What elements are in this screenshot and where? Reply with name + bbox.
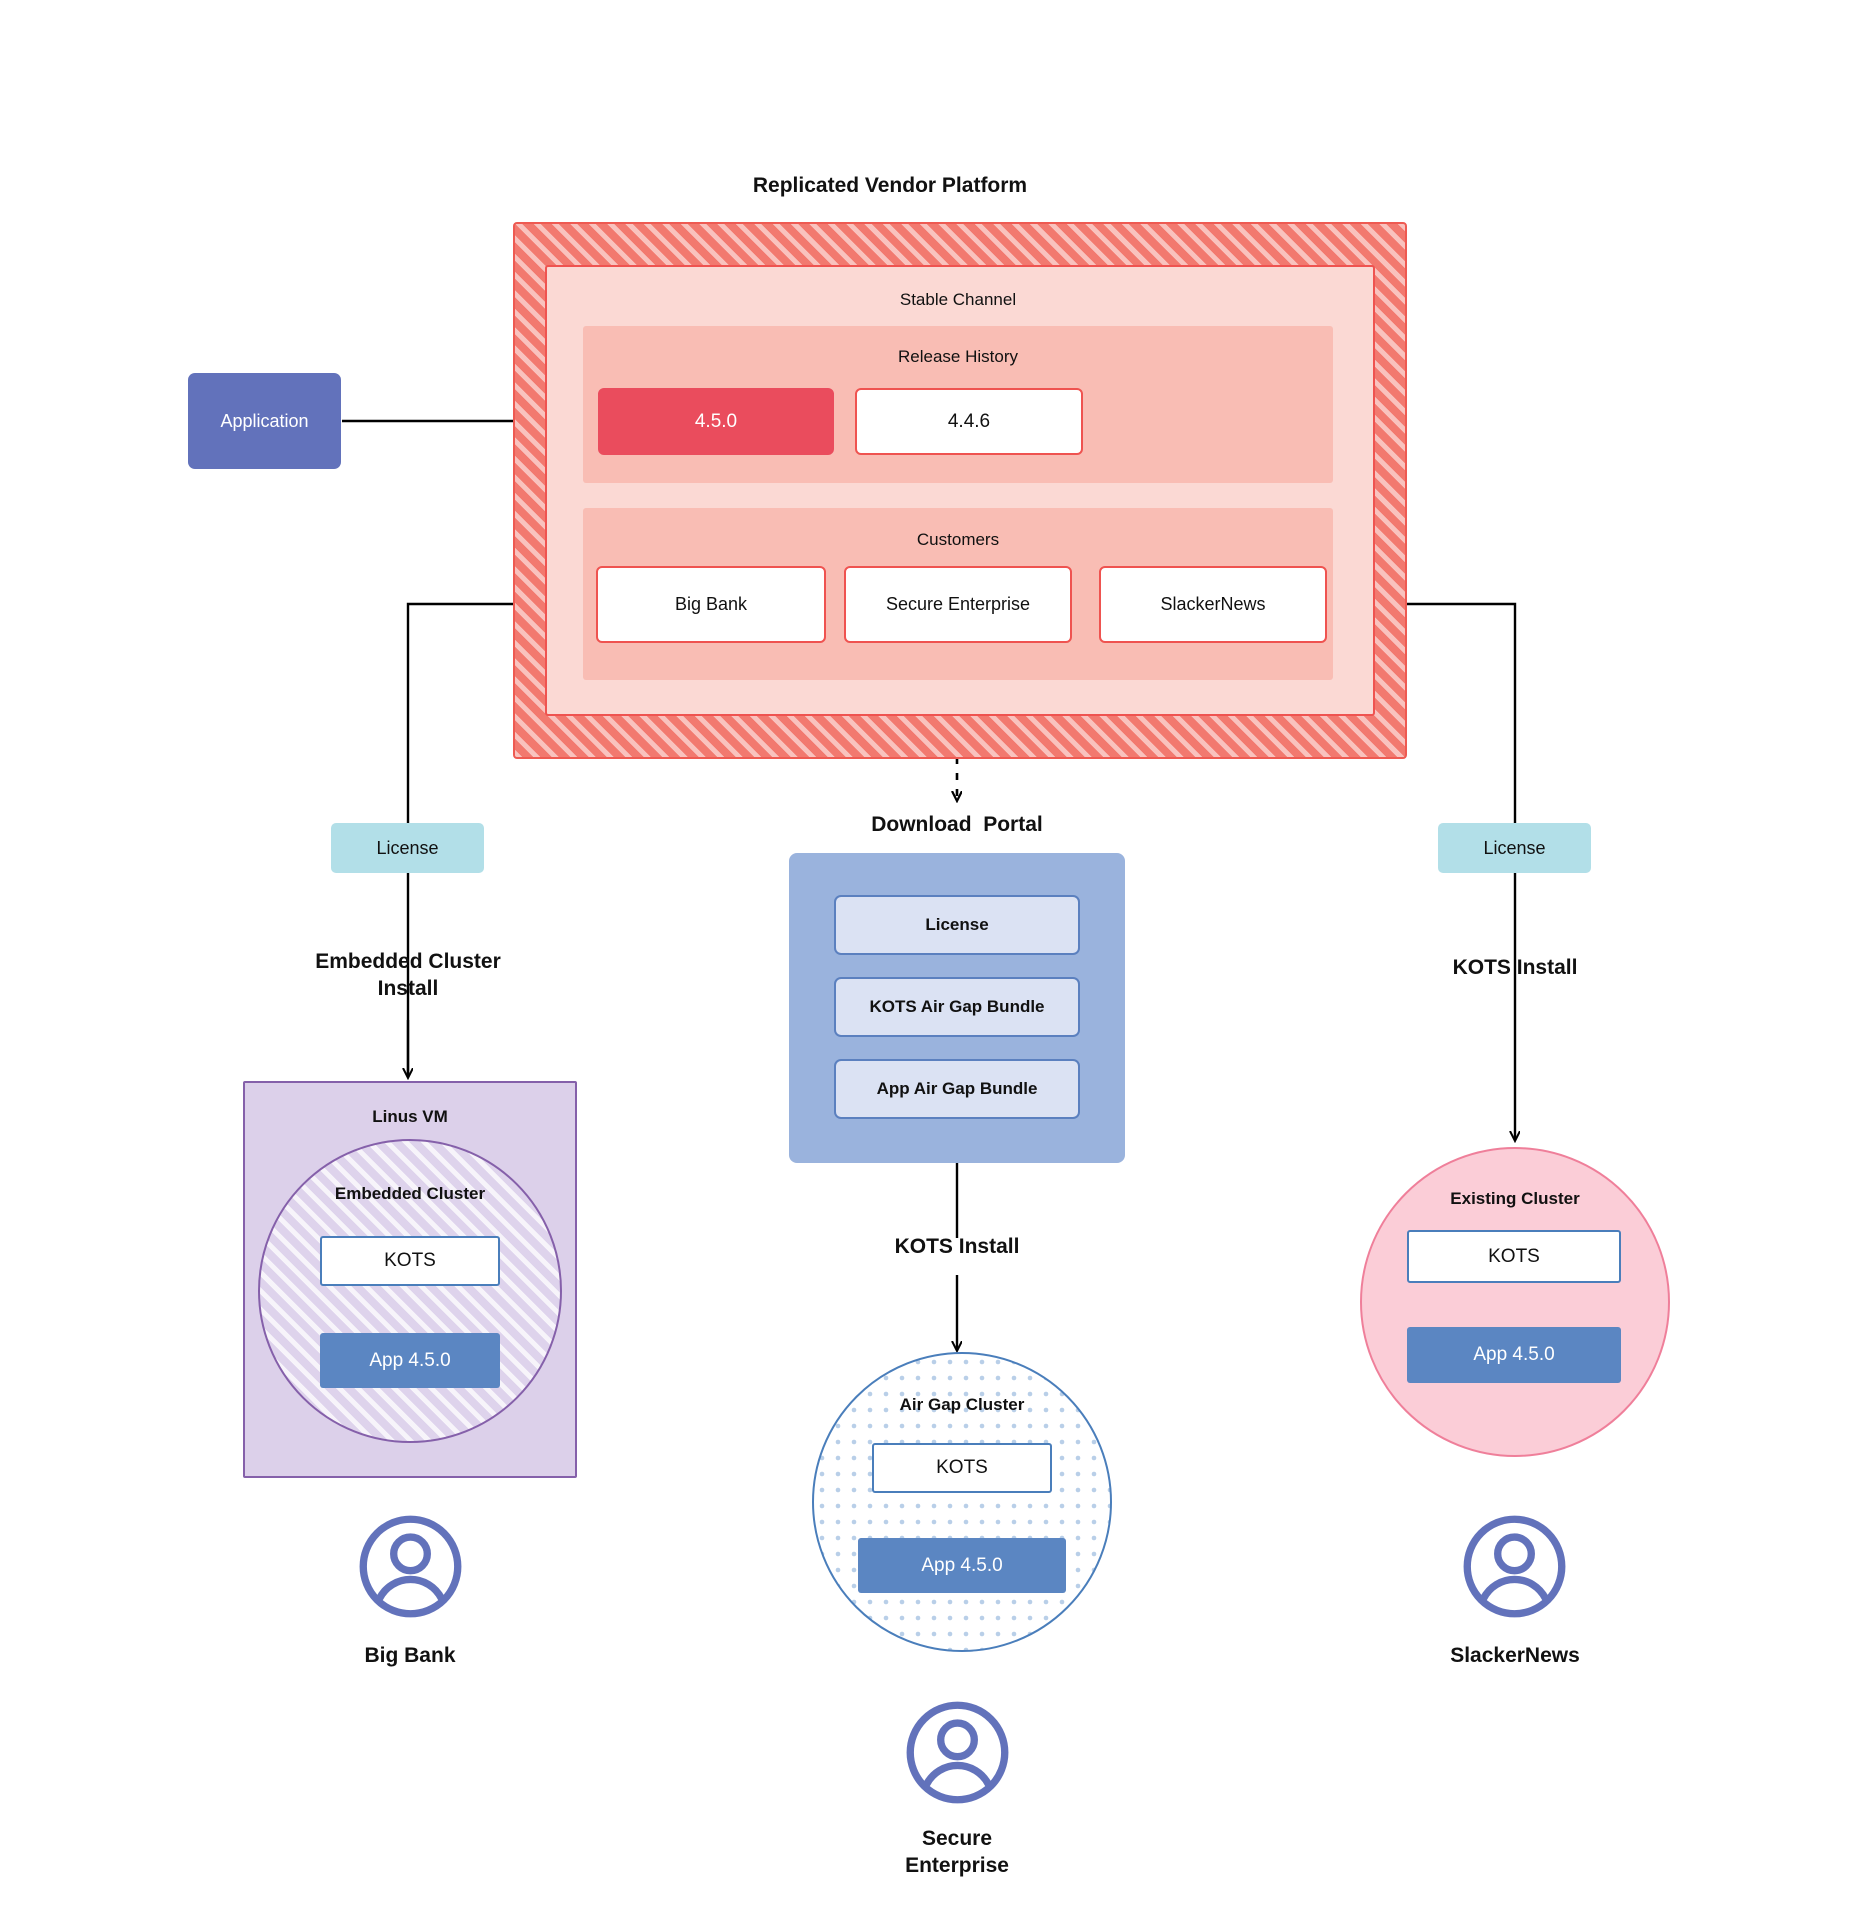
app-version-label: App 4.5.0: [921, 1554, 1003, 1576]
air-gap-cluster-circle: [812, 1352, 1112, 1652]
existing-cluster-circle: [1360, 1147, 1670, 1457]
app-version-label: App 4.5.0: [1473, 1344, 1555, 1366]
download-portal-title: Download Portal: [871, 813, 1043, 837]
release-version-label: 4.4.6: [947, 410, 991, 432]
edge-label-kots-install-right: KOTS Install: [1452, 956, 1578, 980]
license-chip-left[interactable]: License: [331, 823, 484, 873]
release-box-previous[interactable]: 4.4.6: [855, 388, 1083, 455]
app-version-box-right[interactable]: App 4.5.0: [1407, 1327, 1621, 1383]
air-gap-cluster-label: Air Gap Cluster: [899, 1394, 1025, 1414]
kots-label: KOTS: [384, 1250, 436, 1272]
portal-item-app-air-gap-bundle[interactable]: App Air Gap Bundle: [834, 1059, 1080, 1119]
app-version-label: App 4.5.0: [369, 1349, 451, 1371]
existing-cluster-label: Existing Cluster: [1450, 1188, 1580, 1208]
avatar-slackernews: [1462, 1514, 1567, 1619]
edge-label-kots-install-center: KOTS Install: [894, 1235, 1020, 1259]
customer-name-label: Big Bank: [674, 594, 748, 615]
portal-item-license[interactable]: License: [834, 895, 1080, 955]
customer-caption-secure-enterprise: Secure Enterprise: [905, 1826, 1009, 1877]
application-box[interactable]: Application: [188, 373, 341, 469]
license-chip-right[interactable]: License: [1438, 823, 1591, 873]
embedded-cluster-circle: [258, 1139, 562, 1443]
kots-label: KOTS: [936, 1457, 988, 1479]
embedded-cluster-label: Embedded Cluster: [334, 1183, 486, 1203]
kots-label: KOTS: [1488, 1245, 1540, 1267]
customer-name-label: SlackerNews: [1160, 594, 1266, 615]
customer-box-slackernews[interactable]: SlackerNews: [1099, 566, 1327, 643]
kots-box-right[interactable]: KOTS: [1407, 1230, 1621, 1283]
customer-box-secure-enterprise[interactable]: Secure Enterprise: [844, 566, 1072, 643]
edge-label-embedded-install: Embedded Cluster Install: [315, 949, 501, 1000]
application-label: Application: [220, 410, 309, 431]
customer-box-big-bank[interactable]: Big Bank: [596, 566, 826, 643]
app-version-box-left[interactable]: App 4.5.0: [320, 1333, 500, 1388]
stable-channel-label: Stable Channel: [899, 289, 1017, 309]
release-version-label: 4.5.0: [694, 410, 738, 432]
avatar-big-bank: [358, 1514, 463, 1619]
portal-item-label: License: [925, 915, 989, 935]
kots-box-center[interactable]: KOTS: [872, 1443, 1052, 1493]
portal-item-label: KOTS Air Gap Bundle: [869, 997, 1045, 1017]
customer-name-label: Secure Enterprise: [885, 594, 1031, 615]
customer-caption-big-bank: Big Bank: [364, 1644, 456, 1668]
portal-item-label: App Air Gap Bundle: [876, 1079, 1038, 1099]
release-box-active[interactable]: 4.5.0: [598, 388, 834, 455]
license-label: License: [376, 837, 439, 858]
portal-item-kots-air-gap-bundle[interactable]: KOTS Air Gap Bundle: [834, 977, 1080, 1037]
platform-title: Replicated Vendor Platform: [752, 174, 1028, 198]
license-label: License: [1483, 837, 1546, 858]
linux-vm-label: Linus VM: [372, 1106, 448, 1126]
avatar-secure-enterprise: [905, 1700, 1010, 1805]
kots-box-left[interactable]: KOTS: [320, 1236, 500, 1286]
release-history-label: Release History: [898, 346, 1018, 366]
app-version-box-center[interactable]: App 4.5.0: [858, 1538, 1066, 1593]
customer-caption-slackernews: SlackerNews: [1450, 1644, 1580, 1668]
customers-label: Customers: [916, 529, 1000, 549]
